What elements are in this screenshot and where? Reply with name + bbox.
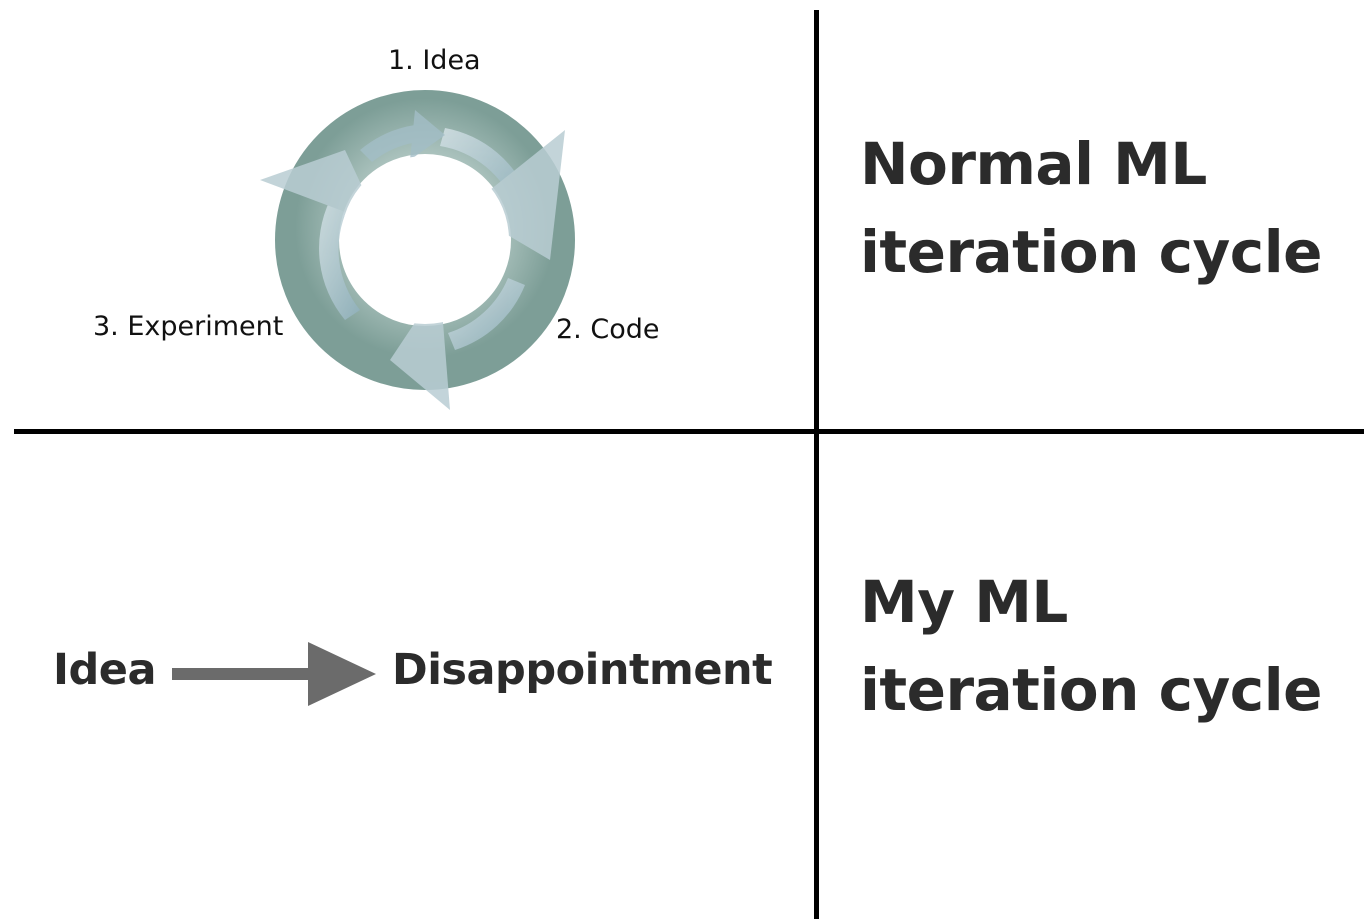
my-cycle-caption: My ML iteration cycle [860, 558, 1322, 734]
cycle-label-idea: 1. Idea [388, 45, 481, 76]
flow-idea-text: Idea [53, 645, 156, 695]
cycle-diagram [260, 90, 575, 410]
horizontal-divider [14, 429, 1364, 434]
cycle-arrow-top [360, 110, 445, 162]
right-arrow-icon [172, 642, 376, 706]
normal-cycle-caption: Normal ML iteration cycle [860, 120, 1322, 296]
flow-disappointment-text: Disappointment [392, 645, 773, 695]
vertical-divider [814, 10, 819, 919]
caption-line: My ML [860, 568, 1068, 636]
cycle-label-code: 2. Code [556, 314, 660, 345]
caption-line: iteration cycle [860, 218, 1322, 286]
caption-line: Normal ML [860, 130, 1207, 198]
caption-line: iteration cycle [860, 656, 1322, 724]
cycle-arrow-idea-to-code [440, 128, 565, 260]
cycle-label-experiment: 3. Experiment [93, 311, 284, 342]
